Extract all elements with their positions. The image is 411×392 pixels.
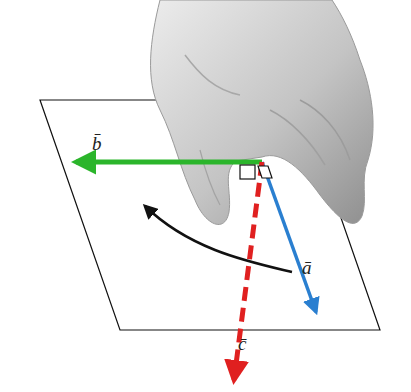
hand-crease [185, 55, 240, 95]
rotation-arrow [145, 206, 292, 272]
finger-crease [270, 110, 325, 165]
vector-label: ā [302, 258, 312, 279]
vector-a [262, 162, 316, 312]
vector-c [234, 162, 262, 380]
finger-crease [300, 100, 350, 160]
right-angle-mark [258, 166, 272, 178]
vector-label: c̄ [238, 334, 246, 355]
vector-b [76, 160, 262, 165]
hand [151, 0, 374, 224]
right-angle-mark [240, 165, 255, 179]
vector-label: b̄ [92, 134, 102, 155]
thumb-crease [200, 150, 220, 205]
